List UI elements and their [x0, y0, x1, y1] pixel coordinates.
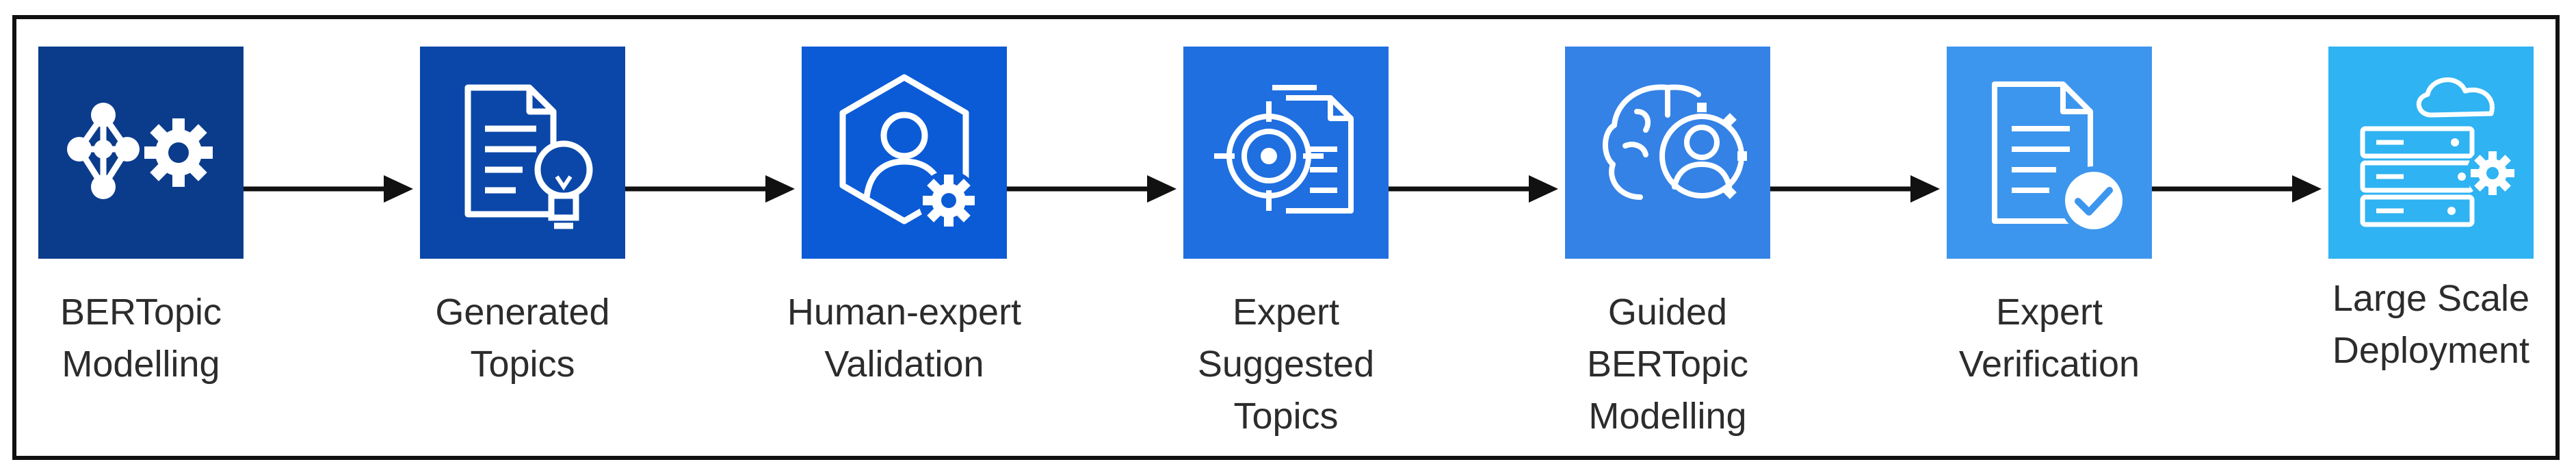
label-line: Topics [1233, 396, 1339, 437]
step-label: Generated Topics [372, 286, 673, 390]
brain-gear-person-icon [1565, 47, 1770, 259]
workflow-frame: BERTopic Modelling [12, 15, 2560, 460]
label-line: Guided [1607, 292, 1728, 333]
label-line: Generated [435, 292, 610, 333]
document-lightbulb-icon [420, 47, 625, 259]
label-line: BERTopic [60, 292, 222, 333]
arrow-right-icon [1007, 175, 1177, 203]
arrow-right-icon [2152, 175, 2322, 203]
label-line: Large Scale [2332, 278, 2530, 319]
label-line: Modelling [62, 344, 220, 385]
label-line: Expert [1232, 292, 1340, 333]
servers-cloud-gear-icon [2328, 47, 2534, 259]
document-checkmark-icon [1947, 47, 2152, 259]
arrow-right-icon [1770, 175, 1940, 203]
label-line: Topics [470, 344, 575, 385]
arrow-right-icon [1389, 175, 1558, 203]
arrow-right-icon [625, 175, 795, 203]
label-line: Verification [1958, 344, 2140, 385]
step-label: BERTopic Modelling [0, 286, 291, 390]
label-line: BERTopic [1586, 344, 1749, 385]
neural-network-gear-icon [38, 47, 244, 259]
step-label: Expert Verification [1899, 286, 2200, 390]
label-line: Expert [1995, 292, 2103, 333]
label-line: Validation [824, 344, 984, 385]
label-line: Modelling [1588, 396, 1747, 437]
arrow-right-icon [244, 175, 413, 203]
step-label: Large Scale Deployment [2281, 272, 2576, 376]
document-target-icon [1183, 47, 1389, 259]
label-line: Deployment [2332, 330, 2530, 371]
step-label: Human-expert Validation [754, 286, 1055, 390]
label-line: Suggested [1197, 344, 1375, 385]
step-label: Expert Suggested Topics [1135, 286, 1436, 442]
label-line: Human-expert [787, 292, 1022, 333]
person-gear-hexagon-icon [802, 47, 1007, 259]
step-label: Guided BERTopic Modelling [1517, 286, 1818, 442]
